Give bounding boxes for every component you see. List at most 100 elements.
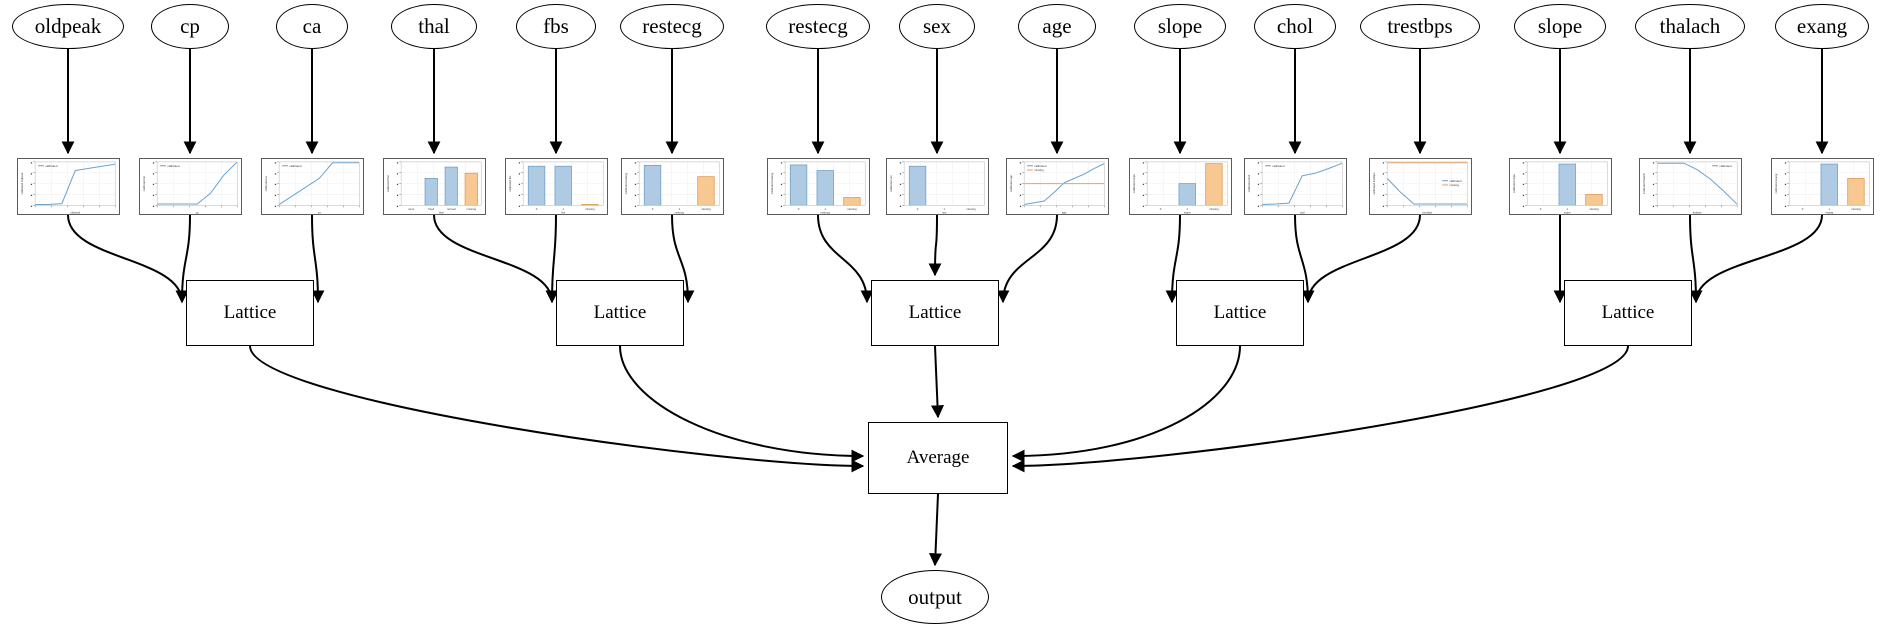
lattice-node-4[interactable]: Lattice (1564, 280, 1692, 346)
feature-node-restecg[interactable]: restecg (620, 4, 724, 49)
svg-text:■: ■ (518, 172, 520, 175)
svg-text:calibrated: calibrated (1272, 164, 1285, 168)
edge-panel-to-lattice (817, 214, 874, 304)
feature-node-sex[interactable]: sex (899, 4, 975, 49)
feature-node-label: trestbps (1387, 14, 1453, 38)
svg-text:trestbps: trestbps (1422, 210, 1433, 214)
svg-text:·: · (310, 208, 311, 211)
svg-text:missing: missing (701, 207, 711, 211)
svg-text:calibrated slope: calibrated slope (1132, 174, 1136, 193)
average-node[interactable]: Average (868, 422, 1008, 494)
svg-text:calibrated age: calibrated age (1009, 175, 1013, 192)
feature-node-label: sex (923, 14, 951, 38)
svg-text:·: · (1386, 208, 1387, 211)
svg-text:missing: missing (1589, 207, 1599, 211)
svg-text:■: ■ (1784, 205, 1786, 208)
svg-text:·: · (1704, 208, 1705, 211)
svg-text:■: ■ (1784, 183, 1786, 186)
edge-lattice-to-average (931, 345, 945, 419)
svg-text:■: ■ (1257, 194, 1259, 197)
svg-text:·: · (1309, 208, 1310, 211)
svg-text:·: · (236, 208, 237, 211)
svg-text:·: · (34, 208, 35, 211)
svg-text:ca: ca (317, 210, 320, 214)
svg-text:·: · (66, 208, 67, 211)
svg-text:calibrated: calibrated (45, 164, 58, 168)
feature-node-label: restecg (788, 14, 848, 38)
edge-lattice-to-average (1011, 345, 1629, 473)
svg-text:chol: chol (1299, 210, 1304, 214)
svg-text:·: · (1656, 208, 1657, 211)
feature-node-thal[interactable]: thal (391, 4, 477, 49)
svg-text:·: · (156, 208, 157, 211)
lattice-node-3[interactable]: Lattice (1176, 280, 1304, 346)
svg-text:·: · (1466, 208, 1467, 211)
svg-text:calibrated thalach: calibrated thalach (1642, 173, 1646, 195)
svg-text:calibrated fbs: calibrated fbs (508, 175, 512, 192)
svg-text:thalach: thalach (1692, 210, 1701, 214)
feature-node-chol[interactable]: chol (1254, 4, 1336, 49)
svg-text:■: ■ (1142, 183, 1144, 186)
svg-text:■: ■ (634, 172, 636, 175)
feature-node-restecg2[interactable]: restecg (766, 4, 870, 49)
svg-text:thal: thal (439, 210, 444, 214)
svg-text:■: ■ (152, 194, 154, 197)
svg-text:missing: missing (466, 207, 476, 211)
svg-text:■: ■ (1257, 205, 1259, 208)
svg-text:■: ■ (152, 183, 154, 186)
feature-node-cp[interactable]: cp (151, 4, 229, 49)
svg-text:·: · (1039, 208, 1040, 211)
output-node[interactable]: output (881, 570, 989, 624)
svg-text:■: ■ (780, 161, 782, 164)
svg-text:■: ■ (1652, 194, 1654, 197)
svg-text:■: ■ (518, 194, 520, 197)
svg-text:calibrated trestbps: calibrated trestbps (1372, 172, 1376, 195)
svg-text:■: ■ (1142, 205, 1144, 208)
feature-node-label: slope (1537, 14, 1583, 38)
svg-text:·: · (1688, 208, 1689, 211)
svg-text:1: 1 (1186, 207, 1188, 211)
svg-text:■: ■ (780, 183, 782, 186)
svg-text:■: ■ (1652, 183, 1654, 186)
svg-text:■: ■ (1652, 205, 1654, 208)
feature-node-age[interactable]: age (1018, 4, 1096, 49)
svg-text:1: 1 (562, 207, 564, 211)
svg-text:missing: missing (1034, 168, 1044, 172)
svg-text:■: ■ (899, 172, 901, 175)
svg-text:■: ■ (396, 205, 398, 208)
feature-node-exang[interactable]: exang (1775, 4, 1869, 49)
edge-lattice-to-average (619, 345, 865, 463)
svg-text:restecg: restecg (820, 210, 830, 214)
svg-text:calibrated ca: calibrated ca (264, 175, 268, 191)
feature-node-slope[interactable]: slope (1134, 4, 1226, 49)
svg-text:calibrated sex: calibrated sex (889, 175, 893, 192)
lattice-node-0[interactable]: Lattice (186, 280, 314, 346)
lattice-node-1[interactable]: Lattice (556, 280, 684, 346)
feature-node-ca[interactable]: ca (276, 4, 348, 49)
svg-text:■: ■ (152, 172, 154, 175)
lattice-node-label: Lattice (1601, 302, 1655, 323)
feature-node-trestbps[interactable]: trestbps (1360, 4, 1480, 49)
edge-panel-to-lattice (1689, 214, 1823, 304)
feature-node-thalach[interactable]: thalach (1635, 4, 1745, 49)
svg-text:■: ■ (274, 161, 276, 164)
svg-text:■: ■ (30, 172, 32, 175)
output-node-label: output (908, 584, 962, 609)
svg-text:■: ■ (1019, 172, 1021, 175)
svg-text:■: ■ (1522, 183, 1524, 186)
feature-node-slope2[interactable]: slope (1514, 4, 1606, 49)
feature-node-oldpeak[interactable]: oldpeak (12, 4, 124, 49)
svg-text:·: · (114, 208, 115, 211)
feature-node-fbs[interactable]: fbs (516, 4, 596, 49)
svg-text:■: ■ (1257, 183, 1259, 186)
svg-text:■: ■ (1019, 205, 1021, 208)
svg-text:calibrated: calibrated (167, 164, 180, 168)
svg-text:0: 0 (651, 207, 653, 211)
svg-text:1: 1 (1828, 207, 1830, 211)
lattice-node-2[interactable]: Lattice (871, 280, 999, 346)
